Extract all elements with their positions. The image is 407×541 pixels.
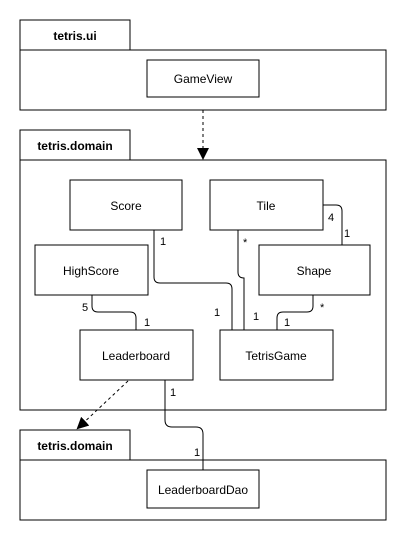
multiplicity-label: 1: [160, 236, 166, 248]
class-tetrisgame[interactable]: TetrisGame: [219, 329, 334, 381]
multiplicity-label: 1: [284, 317, 290, 329]
association-shape-tetrisgame: [276, 295, 314, 330]
multiplicity-label: 1: [194, 447, 200, 459]
association-leaderboard-dao: [164, 380, 204, 470]
class-name: Shape: [297, 264, 332, 278]
package-name: tetris.domain: [37, 439, 112, 453]
association-tile-tetrisgame: [237, 230, 245, 330]
association-score-tetrisgame: [153, 230, 233, 330]
class-box: [219, 329, 334, 381]
class-box: [146, 469, 260, 509]
class-name: LeaderboardDao: [158, 483, 248, 497]
multiplicity-label: 1: [214, 307, 220, 319]
package-tab: [19, 19, 131, 51]
class-leaderboarddao[interactable]: LeaderboardDao: [146, 469, 260, 509]
multiplicity-label: 1: [170, 387, 176, 399]
package-name: tetris.domain: [37, 139, 112, 153]
class-score[interactable]: Score: [69, 179, 183, 231]
class-name: TetrisGame: [245, 349, 307, 363]
association-tile-shape: [323, 204, 343, 245]
class-box: [69, 179, 183, 231]
multiplicity-label: 1: [344, 228, 350, 240]
class-leaderboard[interactable]: Leaderboard: [79, 329, 194, 381]
multiplicity-label: 4: [328, 212, 334, 224]
class-shape[interactable]: Shape: [258, 244, 371, 296]
class-name: Score: [110, 199, 142, 213]
multiplicity-label: *: [320, 302, 325, 314]
class-tile[interactable]: Tile: [209, 179, 324, 231]
class-name: HighScore: [63, 264, 119, 278]
class-highscore[interactable]: HighScore: [34, 244, 149, 296]
multiplicity-label: 5: [82, 302, 88, 314]
class-gameview[interactable]: GameView: [146, 59, 260, 98]
multiplicity-label: 1: [253, 311, 259, 323]
multiplicity-label: 1: [144, 317, 150, 329]
class-box: [34, 244, 149, 296]
multiplicity-label: *: [243, 237, 248, 249]
association-highscore-leaderboard: [91, 295, 137, 330]
package-tab: [19, 129, 131, 161]
class-box: [258, 244, 371, 296]
package-name: tetris.ui: [53, 29, 96, 43]
class-name: Tile: [257, 199, 276, 213]
class-box: [146, 59, 260, 98]
class-name: GameView: [174, 72, 233, 86]
class-box: [79, 329, 194, 381]
class-box: [209, 179, 324, 231]
class-name: Leaderboard: [102, 349, 170, 363]
